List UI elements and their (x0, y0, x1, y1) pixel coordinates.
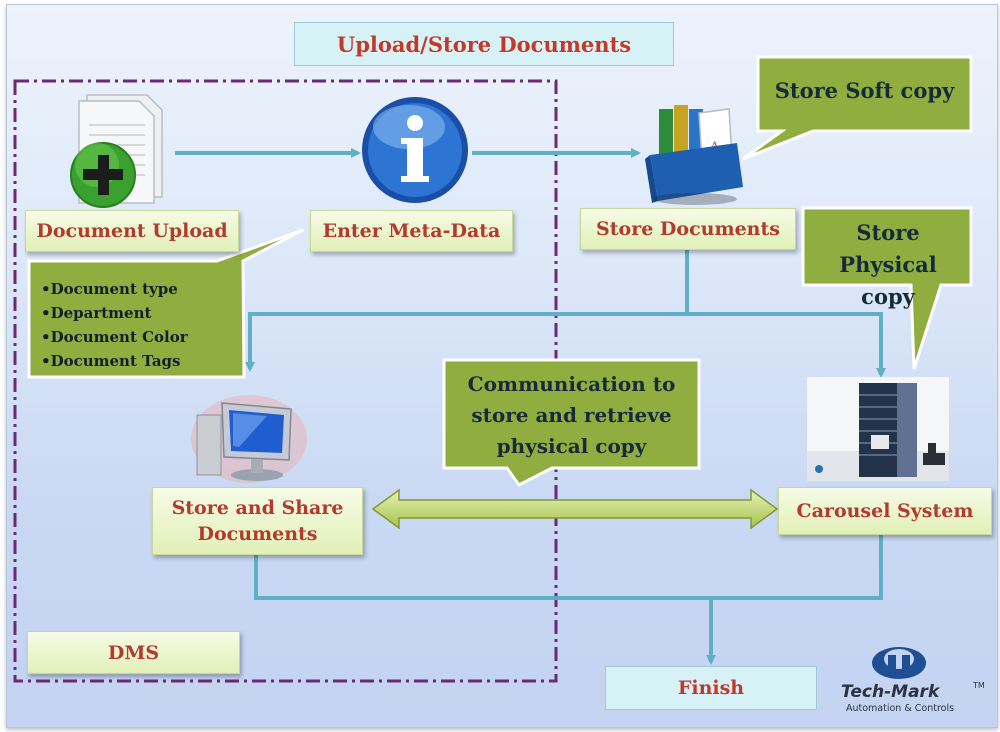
callout-communication-shape (442, 358, 701, 487)
metadata-fields-list: •Document type •Department •Document Col… (41, 277, 188, 373)
physical-copy-line1: Store Physical (839, 220, 937, 277)
double-arrow-communication (371, 488, 779, 530)
binders-icon: A (645, 105, 743, 205)
page-title: Upload/Store Documents (294, 22, 674, 66)
metadata-field-department: •Department (41, 304, 152, 322)
callout-metadata-shape (27, 228, 304, 379)
carousel-photo (807, 377, 949, 481)
store-share-line1: Store and Share (171, 497, 344, 519)
communication-line1: Communication to (467, 372, 676, 396)
techmark-logo-icon (872, 647, 926, 679)
callout-communication-text: Communication to store and retrieve phys… (444, 369, 699, 462)
node-store-and-share: Store and Share Documents (152, 487, 363, 555)
callout-soft-copy-shape (742, 55, 973, 161)
node-document-upload: Document Upload (25, 210, 239, 252)
document-add-icon (70, 94, 163, 208)
line-merge-to-finish (254, 535, 883, 600)
metadata-field-tags: •Document Tags (41, 352, 181, 370)
computer-icon (191, 395, 307, 483)
arrow-store-to-carousel (687, 312, 886, 378)
physical-copy-line2: copy (861, 284, 915, 309)
connector-layer: A (13, 55, 973, 683)
node-dms: DMS (27, 631, 240, 674)
arrow-store-to-share (245, 249, 689, 372)
metadata-field-type: •Document type (41, 280, 178, 298)
logo-tagline: Automation & Controls (846, 703, 955, 714)
store-share-line2: Documents (197, 523, 318, 545)
node-store-documents: Store Documents (580, 208, 796, 250)
metadata-field-color: •Document Color (41, 328, 188, 346)
callout-soft-copy-text: Store Soft copy (774, 78, 955, 103)
communication-line3: physical copy (496, 434, 647, 458)
communication-line2: store and retrieve (471, 403, 672, 427)
logo-name: Tech-Mark (841, 682, 940, 702)
diagram-canvas: A (6, 4, 998, 728)
info-icon (362, 97, 468, 203)
node-carousel-system: Carousel System (778, 487, 992, 535)
node-finish: Finish (605, 666, 817, 710)
logo-trademark: TM (973, 681, 985, 690)
node-enter-meta-data: Enter Meta-Data (310, 210, 513, 252)
callout-physical-copy-text: Store Physical copy (805, 217, 971, 313)
callout-physical-copy-shape (801, 206, 973, 370)
